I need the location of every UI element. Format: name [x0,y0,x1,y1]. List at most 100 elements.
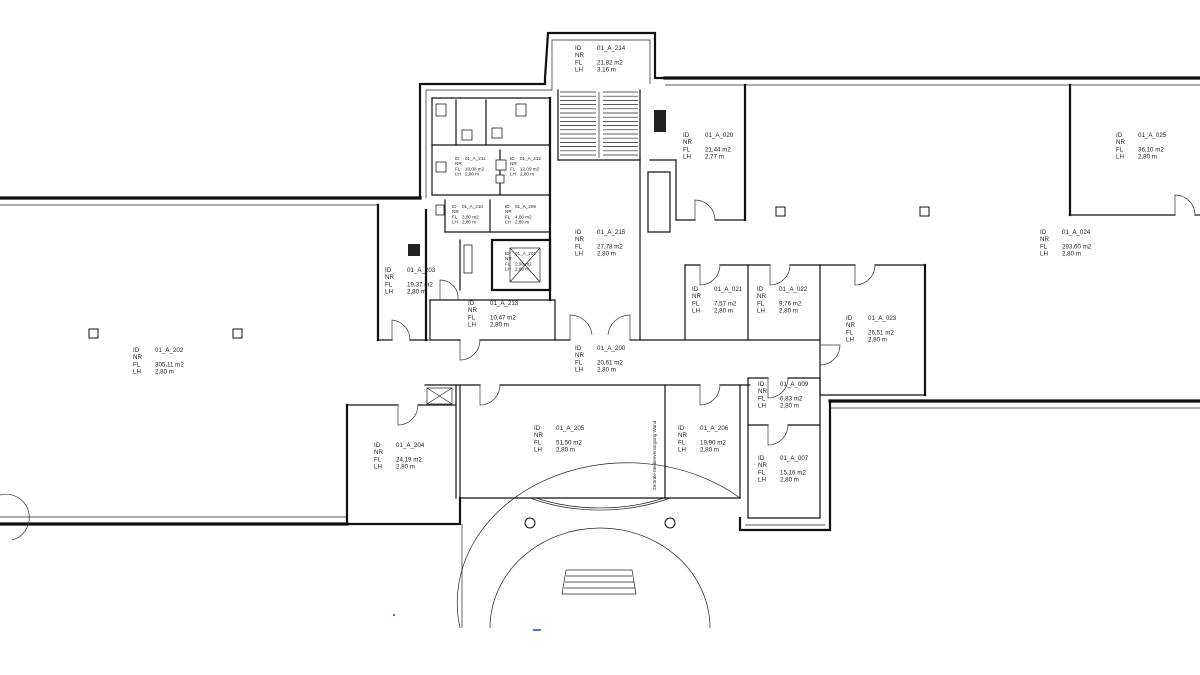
room-area: 293,60 m2 [1062,243,1092,250]
room-id: 01_A_022 [779,286,808,293]
room-label-key: ID [846,315,853,322]
room-label-key: FL [452,214,458,219]
room-id: 01_A_025 [1138,132,1167,139]
entrance-canopy [393,462,741,631]
room-label-key: FL [374,456,382,463]
room-label-key: LH [575,367,583,374]
room-label-key: ID [505,251,510,256]
room-label-key: ID [468,300,475,307]
room-area: 10,08 m2 [465,166,485,171]
room-id: 01_A_210 [462,204,483,209]
room-label-key: LH [678,447,686,454]
room-label-key: LH [1116,154,1124,161]
room-label-key: FL [575,243,583,250]
room-label-key: ID [505,204,510,209]
room-label-key: ID [683,132,690,139]
room-label-key: LH [846,337,854,344]
room-height: 2,80 m [515,267,529,272]
room-id: 01_A_212 [520,156,541,161]
room-label-key: FL [133,361,141,368]
room-id: 01_A_211 [465,156,486,161]
room-label-key: NR [678,432,687,439]
room-id: 01_A_024 [1062,229,1091,236]
room-height: 2,80 m [779,308,798,315]
room-id: 01_A_200 [597,345,626,352]
room-area: 4,00 m2 [515,214,532,219]
room-label-key: FL [575,359,583,366]
doors [0,194,1196,541]
room-id: 01_A_205 [556,425,585,432]
room-id: 01_A_021 [714,286,743,293]
room-area: 9,76 m2 [779,300,802,307]
room-height: 2,80 m [155,369,174,376]
room-label-key: NR [534,432,543,439]
room-label-key: LH [758,403,766,410]
room-height: 2,80 m [714,308,733,315]
room-label-key: LH [692,308,700,315]
room-label-key: LH [758,477,766,484]
room-label-key: ID [534,425,541,432]
room-height: 2,80 m [1138,154,1157,161]
room-id: 01_A_020 [705,132,734,139]
room-label-key: NR [374,449,383,456]
room-area: 20,61 m2 [597,359,623,366]
room-area: 24,19 m2 [396,456,422,463]
room-label-key: ID [374,442,381,449]
room-height: 2,80 m [490,322,509,329]
room-area: 6,83 m2 [780,395,803,402]
room-label-key: NR [575,236,584,243]
room-height: 2,80 m [780,477,799,484]
room-height: 3,16 m [597,67,616,74]
room-height: 2,80 m [462,220,476,225]
room-label-key: FL [510,166,516,171]
room-height: 2,80 m [1062,251,1081,258]
room-area: 2,98 m2 [515,261,532,266]
room-label-key: FL [575,59,583,66]
stair-treads [560,91,638,158]
room-label-key: ID [1116,132,1123,139]
room-label-key: NR [505,256,512,261]
room-height: 2,80 m [515,220,529,225]
room-label-key: NR [683,139,692,146]
room-area: 19,90 m2 [700,439,726,446]
room-label-key: NR [846,322,855,329]
room-area: 12,09 m2 [520,166,540,171]
room-label-key: FL [1040,243,1048,250]
room-label-key: ID [757,286,764,293]
room-height: 2,80 m [465,172,479,177]
room-label-key: ID [692,286,699,293]
room-label-key: ID [385,267,392,274]
room-label-key: FL [678,439,686,446]
room-area: 26,51 m2 [868,329,894,336]
room-id: 01_A_215 [597,229,626,236]
room-label-key: FL [1116,146,1124,153]
room-label-key: LH [510,172,516,177]
room-label-key: FL [758,469,766,476]
room-height: 2,80 m [868,337,887,344]
room-area: 21,82 m2 [597,59,623,66]
room-id: 01_A_213 [490,300,519,307]
room-label-key: ID [1040,229,1047,236]
room-label-key: NR [510,161,517,166]
room-area: 3,60 m2 [462,214,479,219]
room-height: 2,80 m [520,172,534,177]
room-label-key: LH [452,220,458,225]
room-label-key: LH [757,308,765,315]
room-height: 2,80 m [407,289,426,296]
room-label-key: ID [510,156,515,161]
room-label-key: FL [692,300,700,307]
room-label-key: FL [468,314,476,321]
